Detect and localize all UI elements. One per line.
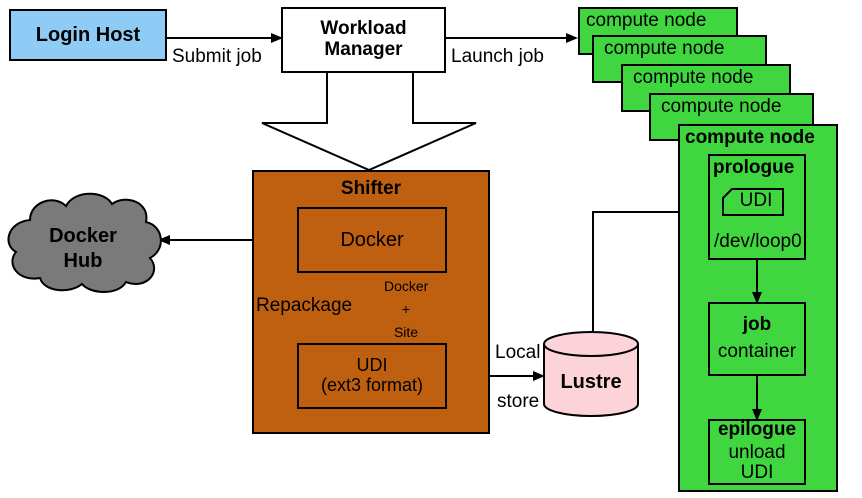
job-box: job container [708, 302, 806, 376]
udi-box: UDI (ext3 format) [297, 343, 447, 409]
job-subtitle: container [717, 341, 797, 362]
compute-node-label: compute node [604, 38, 725, 59]
prologue-loop-label: /dev/loop0 [714, 231, 802, 252]
lustre-cylinder [543, 331, 639, 417]
compute-node-label: compute node [633, 67, 754, 88]
login-host: Login Host [9, 9, 167, 61]
submit-job-label: Submit job [172, 46, 262, 67]
prologue-udi-label: UDI [739, 190, 773, 211]
docker-site-line1: Docker [384, 278, 429, 294]
lustre-label: Lustre [560, 371, 622, 393]
epilogue-title: epilogue [717, 418, 797, 440]
docker-site-line3: Site [393, 324, 419, 340]
workload-manager: Workload Manager [281, 7, 446, 73]
docker-hub-cloud [7, 192, 162, 293]
epilogue-subtitle: unload UDI [728, 441, 786, 484]
repackage-label: Repackage [256, 295, 353, 316]
job-title: job [742, 314, 772, 336]
shifter-title: Shifter [340, 178, 402, 199]
udi-box-line2: (ext3 format) [320, 375, 424, 395]
docker-box-label: Docker [340, 229, 404, 251]
login-host-label: Login Host [35, 24, 141, 46]
lustre-to-node-line [592, 211, 679, 336]
workload-manager-line1: Workload [320, 18, 407, 40]
compute-node-label: compute node [586, 10, 707, 31]
udi-file-icon [722, 188, 784, 216]
compute-node-label: compute node [661, 96, 782, 117]
docker-box: Docker [297, 207, 447, 273]
dispatch-arrow [261, 71, 477, 172]
compute-node-title: compute node [685, 127, 815, 148]
prologue-box: prologue UDI /dev/loop0 [708, 154, 806, 260]
prologue-title: prologue [713, 157, 795, 178]
local-store-line2: store [497, 391, 540, 412]
launch-job-label: Launch job [451, 46, 544, 67]
epilogue-box: epilogue unload UDI [708, 419, 806, 485]
udi-box-line1: UDI [356, 355, 388, 376]
docker-site-line2: + [401, 301, 411, 317]
workload-manager-line2: Manager [324, 39, 403, 60]
docker-hub-line1: Docker [49, 225, 117, 247]
docker-hub-line2: Hub [63, 250, 103, 272]
local-store-line1: Local [495, 342, 541, 363]
